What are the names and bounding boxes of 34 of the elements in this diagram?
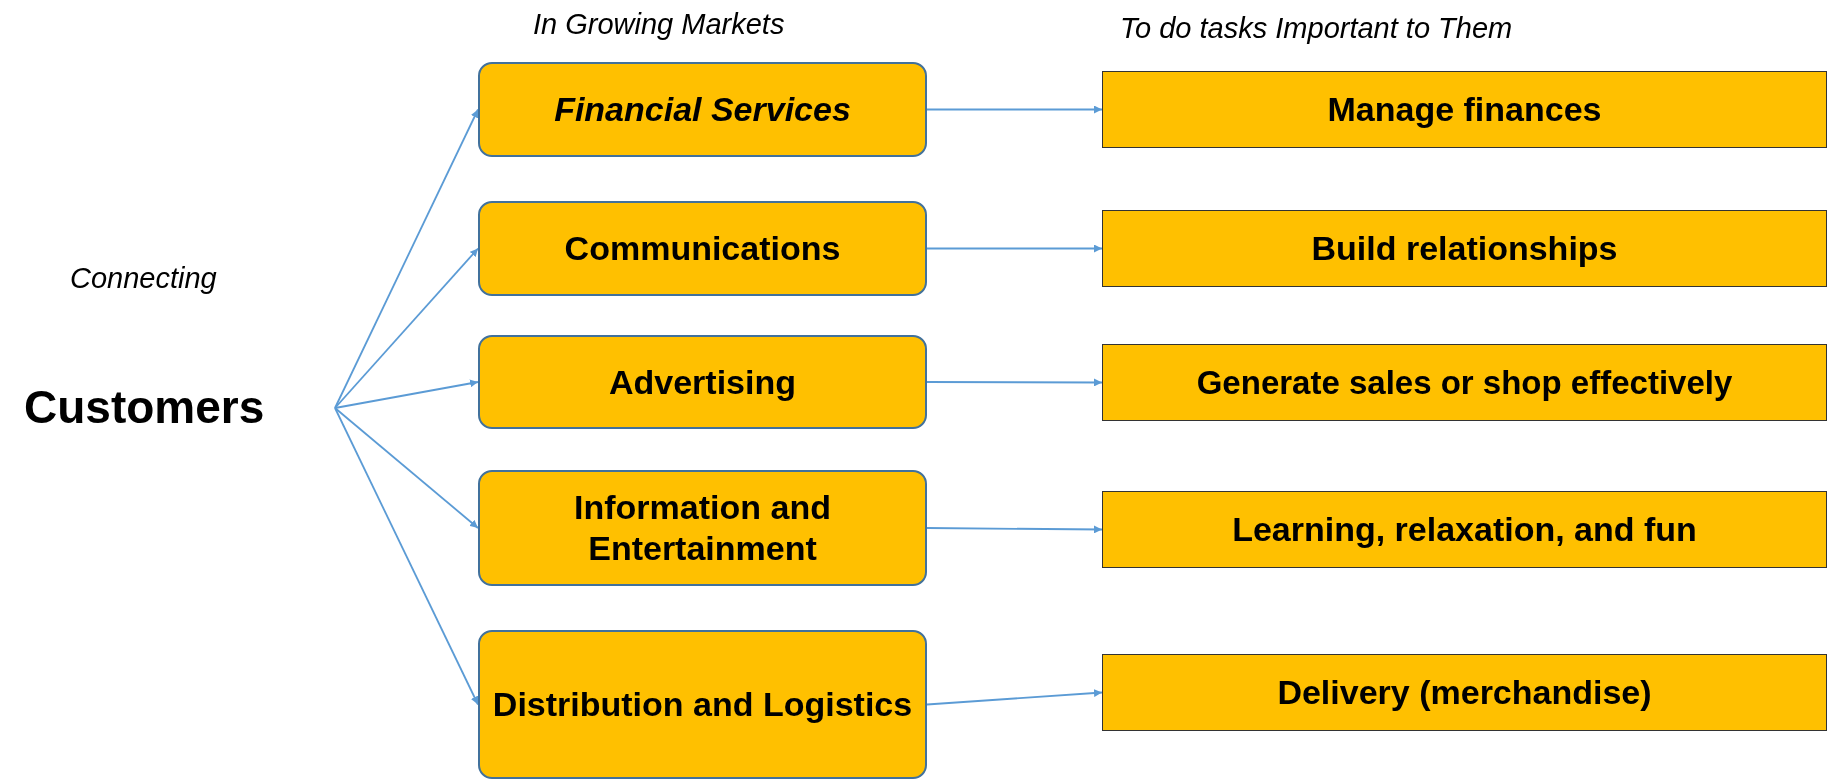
- category-box: [478, 630, 927, 779]
- arrow: [926, 378, 1103, 387]
- arrow: [926, 689, 1103, 706]
- box-label: Generate sales or shop effectively: [1195, 362, 1734, 403]
- task-box: [1102, 71, 1827, 148]
- arrow: [334, 407, 479, 529]
- category-box: [478, 62, 927, 157]
- arrow: [334, 407, 479, 706]
- arrow: [334, 108, 479, 409]
- arrow: [926, 525, 1103, 534]
- category-box: [478, 335, 927, 429]
- box-label: Learning, relaxation, and fun: [1231, 509, 1698, 550]
- arrow: [334, 247, 479, 409]
- arrow: [926, 105, 1103, 114]
- task-box: [1102, 344, 1827, 421]
- category-box: [478, 201, 927, 296]
- heading-note: To do tasks Important to Them: [1120, 12, 1513, 45]
- category-box: [478, 470, 927, 586]
- box-label: Financial Services: [553, 89, 852, 130]
- arrow: [334, 379, 479, 409]
- heading-note: In Growing Markets: [533, 8, 785, 41]
- arrow: [926, 244, 1103, 253]
- task-box: [1102, 210, 1827, 287]
- task-box: [1102, 491, 1827, 568]
- heading-note: Connecting: [70, 262, 217, 295]
- box-label: Build relationships: [1310, 228, 1619, 269]
- task-box: [1102, 654, 1827, 731]
- node-label: Customers: [23, 380, 266, 436]
- box-label: Information and Entertainment: [573, 487, 832, 569]
- box-label: Communications: [563, 228, 842, 269]
- box-label: Delivery (merchandise): [1276, 672, 1653, 713]
- box-label: Advertising: [607, 361, 797, 403]
- box-label: Distribution and Logistics: [491, 684, 914, 725]
- box-label: Manage finances: [1326, 89, 1603, 130]
